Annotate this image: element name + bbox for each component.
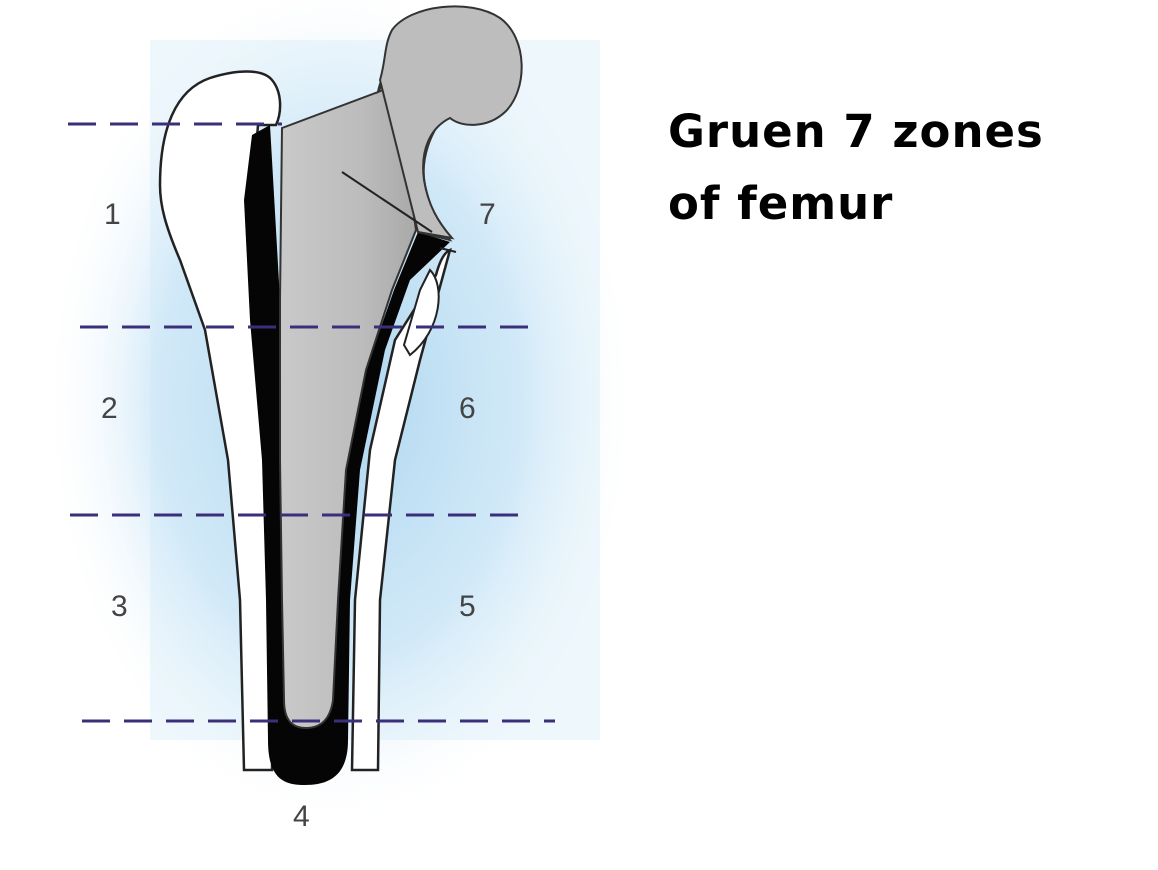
- zone-label-5: 5: [459, 590, 476, 623]
- implant-collar-line: [341, 171, 433, 233]
- title-line-1: Gruen 7 zones: [668, 105, 1044, 158]
- femoral-head: [378, 5, 523, 240]
- cement-mantle: [244, 125, 450, 785]
- zone-label-2: 2: [101, 392, 118, 425]
- calcar-bulge: [402, 268, 440, 357]
- implant-medial-edge: [439, 247, 457, 253]
- zone-label-4: 4: [293, 800, 310, 833]
- zone-label-7: 7: [479, 198, 496, 231]
- zone-label-1: 1: [104, 198, 121, 231]
- title-line-2: of femur: [668, 177, 894, 230]
- zone-label-3: 3: [111, 590, 128, 623]
- diagram-title: Gruen 7 zones of femur: [668, 96, 1128, 240]
- zone-label-6: 6: [459, 392, 476, 425]
